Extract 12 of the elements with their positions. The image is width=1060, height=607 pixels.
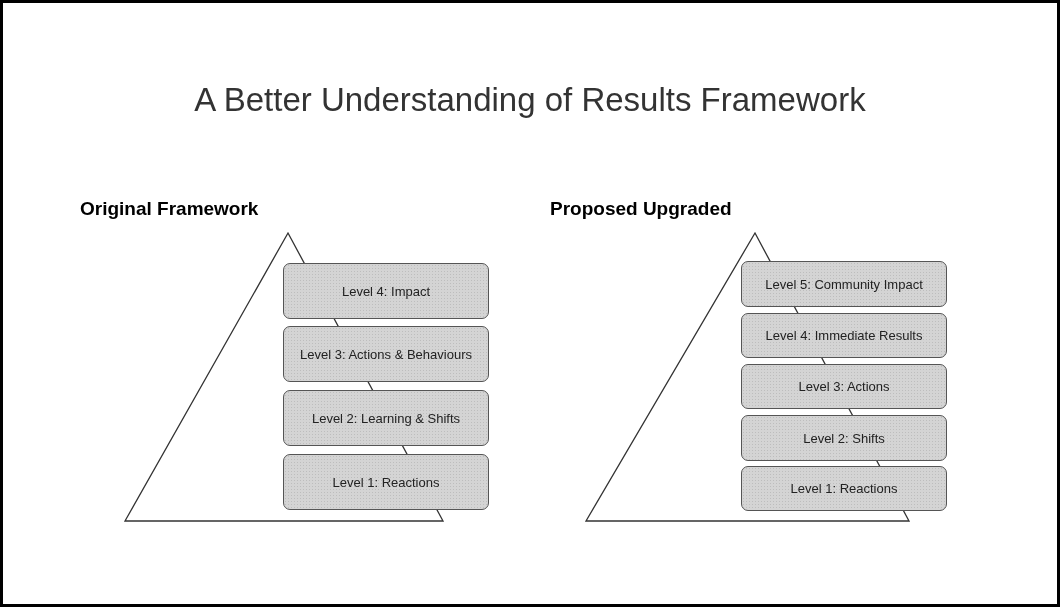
level-box: Level 4: Immediate Results [741, 313, 947, 358]
level-box: Level 1: Reactions [283, 454, 489, 510]
level-box: Level 2: Learning & Shifts [283, 390, 489, 446]
level-box: Level 5: Community Impact [741, 261, 947, 307]
level-box: Level 2: Shifts [741, 415, 947, 461]
section-heading: Proposed Upgraded [550, 198, 732, 220]
slide-title: A Better Understanding of Results Framework [193, 81, 867, 119]
section-heading: Original Framework [80, 198, 259, 220]
level-box: Level 3: Actions [741, 364, 947, 409]
level-box: Level 1: Reactions [741, 466, 947, 511]
level-box: Level 4: Impact [283, 263, 489, 319]
level-box: Level 3: Actions & Behaviours [283, 326, 489, 382]
